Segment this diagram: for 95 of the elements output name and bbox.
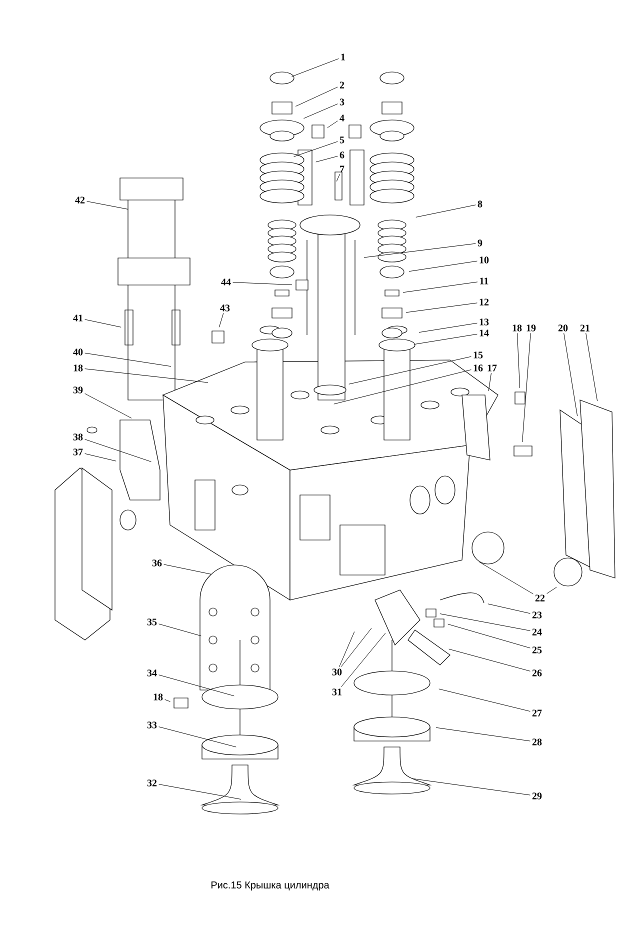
callout-number: 9 [478, 240, 482, 246]
callout-number: 38 [73, 434, 83, 440]
leader-line [364, 243, 476, 258]
leader-line [402, 282, 478, 293]
callout-number: 15 [474, 352, 483, 358]
callout-number: 4 [340, 114, 344, 122]
callout-number: 17 [488, 364, 497, 372]
leader-line [488, 372, 492, 392]
leader-line [158, 726, 236, 748]
leader-line [412, 778, 530, 796]
callout-number: 21 [580, 324, 590, 332]
leader-line [158, 784, 242, 800]
leader-line [348, 356, 472, 384]
leader-line [338, 631, 355, 668]
callout-number: 11 [480, 278, 488, 284]
leader-line [416, 204, 476, 218]
callout-number: 12 [480, 298, 489, 306]
callout-number: 37 [73, 448, 83, 456]
callout-number: 14 [480, 330, 489, 336]
leader-line [84, 453, 116, 462]
callout-number: 28 [532, 738, 542, 746]
callout-number: 3 [340, 98, 344, 106]
leader-line [291, 58, 339, 77]
callout-number: 1 [341, 54, 345, 60]
leader-line [218, 312, 224, 328]
leader-line [418, 322, 478, 333]
leader-line [232, 282, 292, 286]
leader-line [414, 334, 478, 345]
callout-number: 22 [535, 594, 545, 602]
callout-number: 35 [147, 618, 157, 626]
callout-number: 18 [154, 694, 163, 700]
callout-number: 34 [147, 670, 157, 676]
leader-line [294, 141, 338, 157]
callout-number: 25 [532, 646, 542, 654]
leader-line [448, 624, 530, 648]
callout-number: 29 [532, 792, 542, 800]
leader-line [295, 86, 338, 107]
leader-line [336, 174, 340, 182]
callout-number: 31 [332, 688, 342, 696]
callout-number: 36 [152, 560, 162, 566]
leader-line [488, 604, 530, 614]
leader-line [327, 120, 338, 128]
callout-number: 18 [512, 324, 522, 332]
leader-line [84, 393, 132, 418]
callout-number: 2 [340, 82, 344, 88]
callout-number: 26 [532, 670, 542, 676]
leader-line [440, 614, 530, 631]
leader-line [438, 688, 530, 712]
callout-number: 30 [332, 668, 342, 676]
callout-number: 7 [340, 166, 344, 172]
callout-number: 33 [147, 722, 157, 728]
leader-line [84, 319, 122, 328]
leader-line [586, 332, 598, 402]
callout-number: 18 [74, 364, 83, 372]
leader-line [340, 628, 372, 668]
leader-line [546, 586, 557, 594]
callout-number: 23 [532, 612, 542, 618]
leader-line [164, 699, 170, 702]
callout-number: 27 [532, 710, 542, 716]
caption: Рис.15 Крышка цилиндра [211, 882, 330, 890]
leader-line [86, 201, 128, 210]
leader-line [341, 632, 386, 688]
callout-number: 8 [478, 200, 482, 208]
callout-number: 44 [221, 278, 231, 286]
leader-line [517, 332, 520, 388]
leader-line [158, 624, 202, 636]
callout-number: 43 [220, 304, 230, 312]
callout-number: 6 [340, 152, 344, 158]
leader-line [479, 562, 534, 594]
callout-number: 40 [73, 348, 83, 356]
leader-line [84, 352, 172, 367]
leader-line [303, 104, 338, 119]
leader-line [164, 564, 212, 574]
callout-number: 24 [532, 628, 542, 636]
callout-number: 10 [480, 256, 489, 264]
leader-line [84, 439, 152, 462]
callout-number: 32 [147, 780, 157, 786]
leader-line [522, 332, 531, 442]
leader-line [158, 674, 234, 696]
callout-number: 5 [340, 136, 344, 144]
callout-number: 16 [474, 364, 483, 372]
callout-number: 13 [480, 318, 489, 326]
callout-number: 20 [558, 324, 568, 332]
callout-number: 19 [526, 324, 536, 332]
callout-number: 42 [75, 196, 85, 204]
leader-line [316, 156, 338, 162]
leader-line [448, 648, 530, 672]
leader-line [84, 368, 208, 383]
leader-line [564, 332, 578, 416]
leader-line [406, 302, 478, 313]
leader-line [334, 369, 472, 404]
callout-number: 39 [73, 386, 83, 394]
callout-number: 41 [73, 314, 82, 322]
leader-line [408, 260, 478, 272]
leader-line [436, 727, 530, 742]
